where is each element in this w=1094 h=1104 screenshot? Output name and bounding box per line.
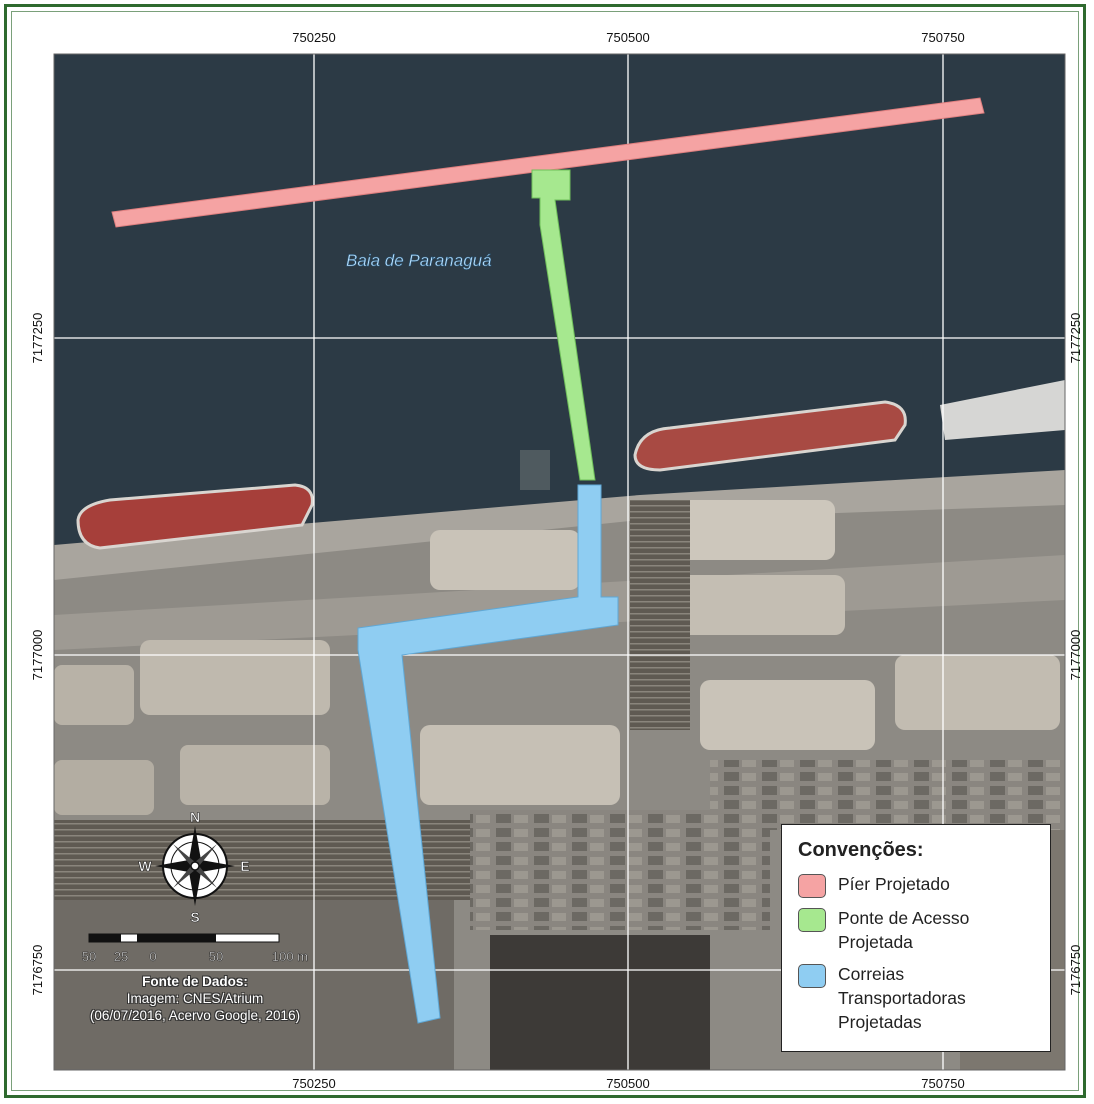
water-label: Baia de Paranaguá [346,251,492,270]
warehouse [420,725,620,805]
map-frame-inner [11,11,1079,1091]
scale-label: 25 [114,949,128,964]
industrial-area [710,760,1065,830]
compass-point-n [189,826,201,866]
warehouse [895,655,1060,730]
data-source-line: Imagem: CNES/Atrium [126,991,264,1006]
legend-title: Convenções: [798,839,924,861]
warehouse [180,745,330,805]
warehouse [54,665,134,725]
scale-segment [89,934,121,942]
scale-segment [153,934,216,942]
warehouse [700,680,875,750]
compass-rose-icon [155,826,235,906]
compass-point-sw [173,866,195,888]
scale-segment [137,934,153,942]
scale-label: 0 [149,949,156,964]
map-legend: Convenções: Píer Projetado Ponte de Aces… [781,824,1051,1052]
legend-label: Ponte de Acesso Projetada [838,908,970,952]
compass-point-ne [195,844,217,866]
scale-bar: 50 25 0 50 100 m [82,933,308,964]
compass-point-nw [173,844,195,866]
yard-area [54,900,454,1070]
scale-label: 100 m [272,949,308,964]
compass-point-w [155,860,195,872]
data-source: Fonte de Dados: Imagem: CNES/Atrium (06/… [60,973,330,1024]
y-tick-right: 7176750 [1068,945,1083,996]
y-tick-left: 7177000 [30,630,45,681]
x-tick-top: 750250 [292,30,335,45]
legend-label: Píer Projetado [838,874,950,894]
ship [940,380,1065,440]
compass-center [190,861,200,871]
x-tick-top: 750750 [921,30,964,45]
warehouse [655,500,835,560]
legend-swatch [798,908,826,932]
compass-label-s: S [190,909,199,925]
legend-swatch [798,964,826,988]
legend-item-bridge: Ponte de Acesso Projetada [798,906,1036,954]
map-border [53,53,1066,1071]
compass-point-e [195,860,235,872]
legend-item-pier: Píer Projetado [798,872,1036,898]
scale-label: 50 [209,949,223,964]
warehouse [430,530,580,590]
warehouse [54,760,154,815]
compass-point-s [189,866,201,906]
x-tick-bottom: 750750 [921,1076,964,1091]
projected-access-bridge [531,169,596,481]
data-source-line: (06/07/2016, Acervo Google, 2016) [89,1008,301,1023]
compass-point-se [195,866,217,888]
data-source-title: Fonte de Dados: [142,974,248,989]
scale-label: 50 [82,949,96,964]
y-tick-right: 7177250 [1068,313,1083,364]
legend-swatch [798,874,826,898]
ship [633,400,907,472]
x-tick-top: 750500 [606,30,649,45]
quay-edge [54,470,1065,580]
legend-item-conveyor: Correias Transportadoras Projetadas [798,962,1036,1034]
coordinate-grid [54,54,1065,1070]
x-tick-bottom: 750500 [606,1076,649,1091]
ship [76,483,314,550]
dark-building [490,935,710,1070]
compass-label-e: E [240,858,249,874]
compass-label-w: W [138,858,152,874]
warehouse [140,640,330,715]
legend-label: Correias Transportadoras Projetadas [838,964,966,1032]
warehouse [670,575,845,635]
projected-conveyor-belts [357,484,619,1024]
rail-line [630,500,690,730]
compass-label-n: N [190,809,200,825]
y-tick-left: 7177250 [30,313,45,364]
x-tick-bottom: 750250 [292,1076,335,1091]
projected-pier [111,97,985,228]
y-tick-left: 7176750 [30,945,45,996]
y-tick-right: 7177000 [1068,630,1083,681]
small-vessel [520,450,550,490]
